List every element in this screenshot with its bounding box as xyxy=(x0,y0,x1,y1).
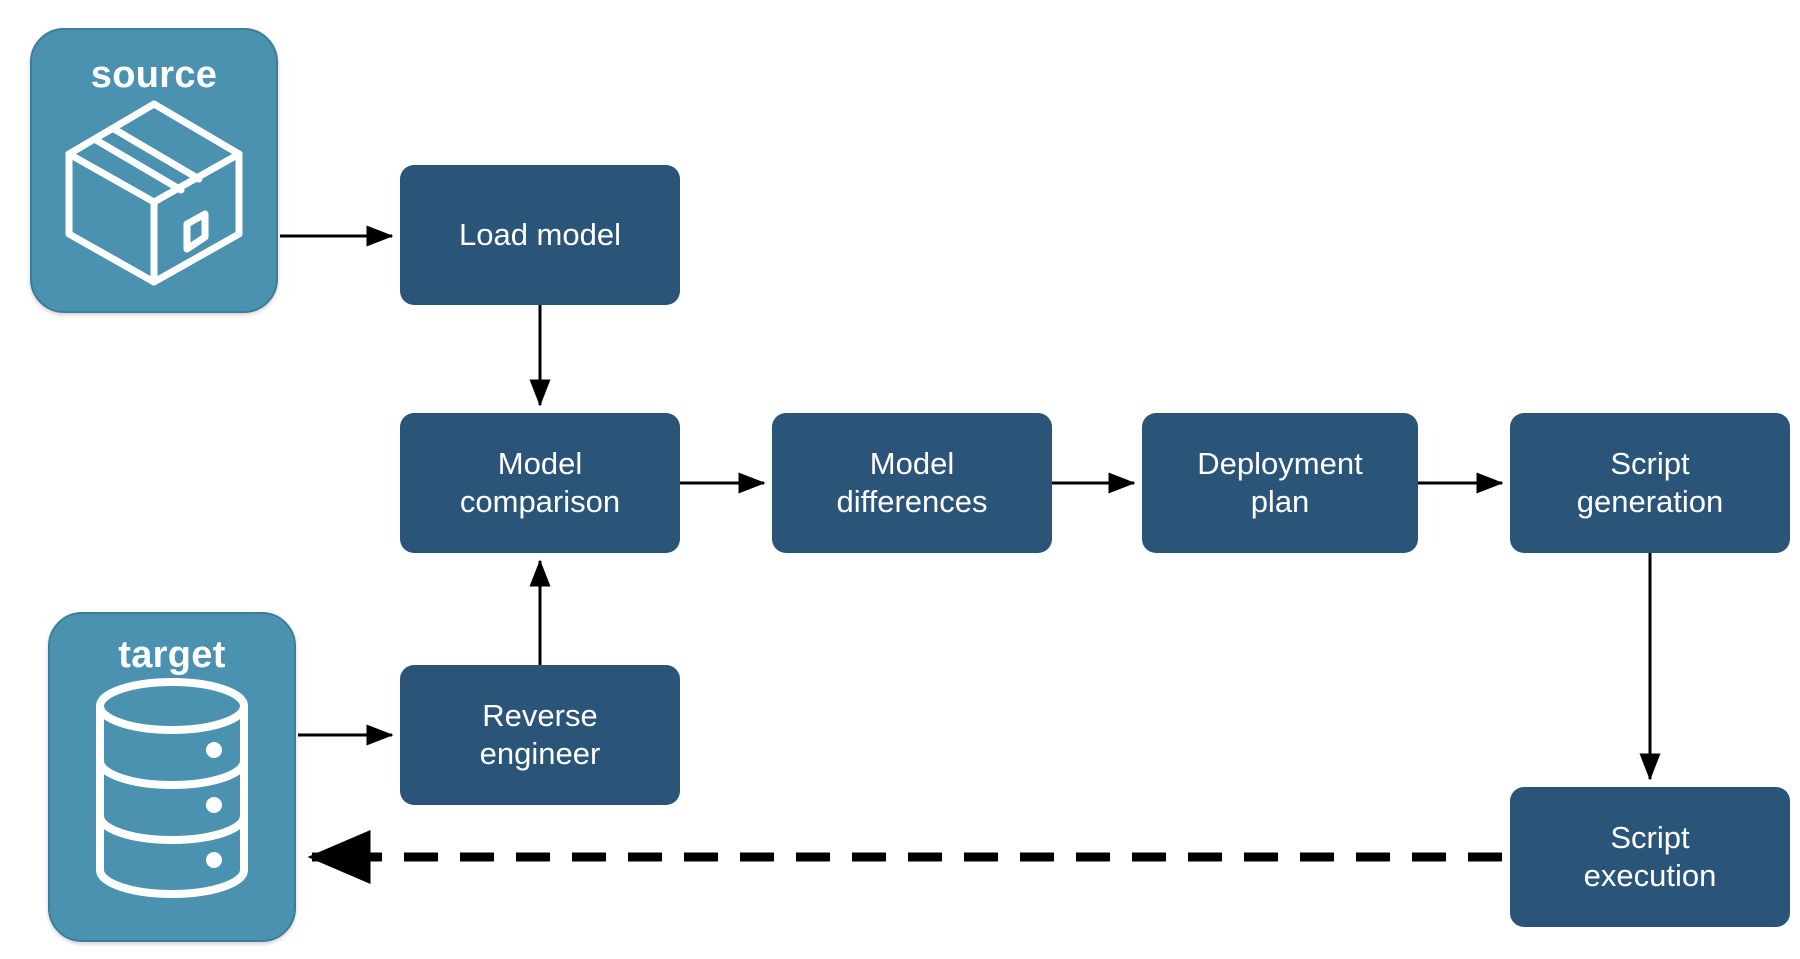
endpoint-source-label: source xyxy=(90,54,218,96)
process-deployment-plan[interactable]: Deployment plan xyxy=(1142,413,1418,553)
process-load-model-line-1: Load model xyxy=(458,217,621,253)
process-model-comparison[interactable]: Model comparison xyxy=(400,413,680,553)
process-script-generation-line-2: generation xyxy=(1576,484,1724,519)
process-deployment-plan-line-1: Deployment xyxy=(1197,446,1363,482)
endpoint-target[interactable]: target xyxy=(48,612,296,942)
endpoint-source[interactable]: source xyxy=(30,28,278,313)
process-script-generation-line-1: Script xyxy=(1610,446,1690,482)
process-reverse-engineer-line-2: engineer xyxy=(479,736,601,771)
process-deployment-plan-line-2: plan xyxy=(1250,484,1310,519)
database-cylinder-icon xyxy=(86,674,258,909)
process-reverse-engineer-line-1: Reverse xyxy=(482,698,598,734)
process-model-differences-line-2: differences xyxy=(836,484,988,519)
process-reverse-engineer[interactable]: Reverse engineer xyxy=(400,665,680,805)
process-model-differences-line-1: Model xyxy=(869,446,955,482)
process-model-comparison-line-1: Model xyxy=(497,446,583,482)
process-script-execution[interactable]: Script execution xyxy=(1510,787,1790,927)
process-script-execution-line-1: Script xyxy=(1610,820,1690,856)
process-script-generation[interactable]: Script generation xyxy=(1510,413,1790,553)
process-load-model[interactable]: Load model xyxy=(400,165,680,305)
process-model-differences[interactable]: Model differences xyxy=(772,413,1052,553)
package-box-icon xyxy=(59,94,249,294)
process-script-execution-line-2: execution xyxy=(1583,858,1717,893)
process-model-comparison-line-2: comparison xyxy=(459,484,621,519)
endpoint-target-label: target xyxy=(118,634,226,676)
